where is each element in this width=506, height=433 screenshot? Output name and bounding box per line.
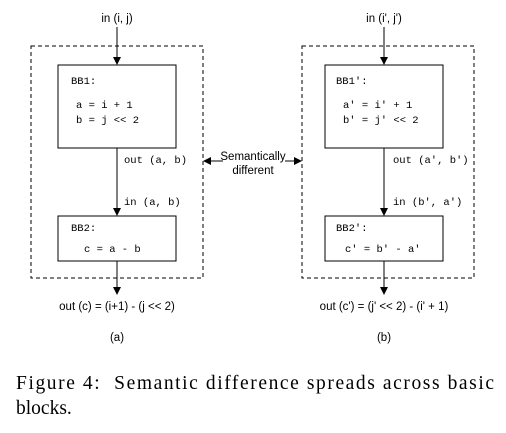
right-input-label: in (i', j'): [366, 13, 402, 25]
left-sublabel: (a): [110, 332, 124, 344]
right-output-arrowhead: [380, 287, 388, 295]
middle-left-arrowhead: [203, 157, 211, 165]
diagram-middle: Semantically different: [203, 151, 302, 177]
caption-line2: blocks.: [16, 398, 72, 419]
right-bb1-line1: a' = i' + 1: [343, 100, 412, 112]
right-bb2-line1: c' = b' - a': [345, 244, 421, 256]
right-sublabel: (b): [377, 332, 391, 344]
left-bb2-line1: c = a - b: [84, 244, 141, 256]
right-bb1-line2: b' = j' << 2: [343, 115, 419, 127]
left-output-label: out (c) = (i+1) - (j << 2): [59, 301, 175, 313]
diagram-right: in (i', j') BB1': a' = i' + 1 b' = j' <<…: [301, 13, 475, 344]
middle-label-line1: Semantically: [220, 151, 285, 163]
middle-label-line2: different: [232, 165, 274, 177]
left-input-arrowhead: [113, 57, 121, 65]
left-edge-arrowhead: [113, 208, 121, 216]
left-edge-out-label: out (a, b): [124, 155, 187, 167]
left-input-label: in (i, j): [101, 13, 132, 25]
left-bb1-title: BB1:: [71, 76, 96, 88]
right-input-arrowhead: [380, 57, 388, 65]
diagram-left: in (i, j) BB1: a = i + 1 b = j << 2 out …: [30, 13, 204, 344]
right-output-label: out (c') = (j' << 2) - (i' + 1): [320, 301, 449, 313]
right-dashed-region: [301, 45, 475, 279]
right-edge-in-label: in (b', a'): [393, 197, 462, 209]
right-edge-arrowhead: [380, 208, 388, 216]
right-bb1-title: BB1':: [336, 76, 368, 88]
right-edge-out-label: out (a', b'): [393, 155, 469, 167]
left-edge-in-label: in (a, b): [124, 197, 181, 209]
right-bb2-title: BB2':: [336, 223, 368, 235]
middle-right-arrowhead: [294, 157, 302, 165]
left-bb2-title: BB2:: [71, 223, 96, 235]
left-output-arrowhead: [113, 287, 121, 295]
caption-line1: Figure 4: Semantic difference spreads ac…: [16, 373, 494, 394]
left-bb1-line1: a = i + 1: [76, 100, 133, 112]
figure-caption: Figure 4: Semantic difference spreads ac…: [16, 373, 494, 419]
left-bb1-line2: b = j << 2: [76, 115, 139, 127]
